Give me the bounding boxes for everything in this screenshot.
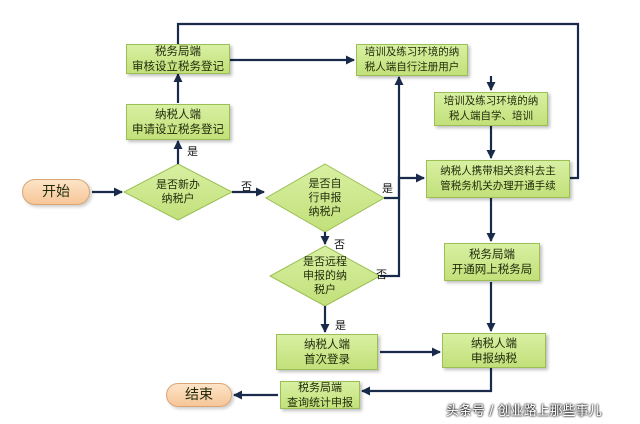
train-study-box: 培训及练习环境的纳 税人端自学、培训: [434, 92, 548, 126]
train-register-box: 培训及练习环境的纳 税人端自行注册用户: [356, 44, 468, 76]
decision-new-text: 是否新办 纳税户: [156, 178, 200, 205]
declare-text: 纳税人端 申报纳税: [471, 335, 517, 365]
taxpayer-apply-box: 纳税人端 申请设立税务登记: [126, 104, 230, 140]
decision-self-text: 是否自 行申报 纳税户: [308, 177, 342, 218]
taxpayer-apply-text: 纳税人端 申请设立税务登记: [132, 107, 224, 136]
decision-remote-text: 是否远程 申报的纳 税户: [303, 255, 347, 296]
label-no-remote: 否: [376, 268, 387, 281]
tax-review-box: 税务局端 审核设立税务登记: [126, 44, 230, 74]
first-login-text: 纳税人端 首次登录: [304, 337, 350, 366]
tax-review-text: 税务局端 审核设立税务登记: [132, 44, 224, 73]
train-study-text: 培训及练习环境的纳 税人端自学、培训: [443, 95, 539, 122]
bring-docs-box: 纳税人携带相关资料去主 管税务机关办理开通手续: [426, 160, 570, 198]
query-stats-text: 税务局端 查询统计申报: [287, 381, 353, 409]
label-no-new: 否: [241, 180, 252, 193]
bring-docs-text: 纳税人携带相关资料去主 管税务机关办理开通手续: [440, 165, 556, 192]
open-online-text: 税务局端 开通网上税务局: [451, 247, 533, 276]
label-yes-self: 是: [382, 182, 393, 195]
declare-box: 纳税人端 申报纳税: [442, 333, 546, 368]
end-terminal: 结束: [166, 383, 232, 407]
open-online-box: 税务局端 开通网上税务局: [444, 243, 540, 281]
start-terminal: 开始: [22, 179, 90, 205]
label-yes-remote: 是: [335, 319, 346, 332]
start-label: 开始: [42, 183, 70, 200]
first-login-box: 纳税人端 首次登录: [276, 334, 378, 370]
label-yes-new: 是: [187, 145, 198, 158]
label-no-self: 否: [334, 238, 345, 251]
watermark-text: 头条号 / 创业路上那些事儿: [446, 404, 602, 419]
end-label: 结束: [185, 386, 213, 403]
query-stats-box: 税务局端 查询统计申报: [280, 381, 360, 409]
train-register-text: 培训及练习环境的纳 税人端自行注册用户: [364, 46, 460, 73]
decision-new-shape: [122, 163, 234, 221]
